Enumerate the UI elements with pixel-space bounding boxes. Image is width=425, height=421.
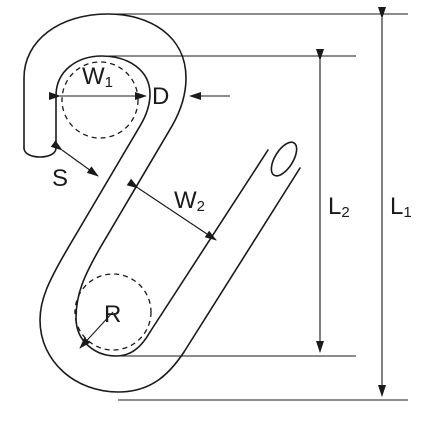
l2-label-sub: 2 [341,204,349,221]
r-label: R [104,301,121,328]
lower-shank [183,167,301,353]
r-radius-line [79,311,114,349]
w2-label-sub: 2 [197,198,205,215]
upper-radius-dashed [61,61,139,139]
s-label: S [52,165,68,192]
upper-hook-inner [55,55,151,249]
labels: W1 D S W2 L2 L1 R [52,63,412,328]
w1-label-main: W [82,63,105,90]
s-dimension-line [50,140,99,177]
d-label-main: D [152,83,169,110]
lower-bend-outer [39,247,185,393]
lower-radius-dashed [74,273,152,351]
dimension-lines [49,7,408,401]
l1-label-main: L [390,193,403,220]
l2-label: L2 [328,193,350,221]
upper-hook-outer [23,13,187,249]
l2-label-main: L [328,193,341,220]
upper-hook-tip [23,147,57,158]
shank-end-cap [270,141,298,177]
lower-shank-inner [149,149,269,333]
w1-label: W1 [82,63,113,91]
l1-label-sub: 1 [403,204,411,221]
s-hook [23,13,301,393]
l1-label: L1 [390,193,412,221]
r-label-main: R [104,301,121,328]
w2-label: W2 [174,187,205,215]
w2-dimension-line [126,178,217,241]
d-label: D [152,83,169,110]
s-label-main: S [52,165,68,192]
w2-label-main: W [174,187,197,214]
w1-label-sub: 1 [105,74,113,91]
